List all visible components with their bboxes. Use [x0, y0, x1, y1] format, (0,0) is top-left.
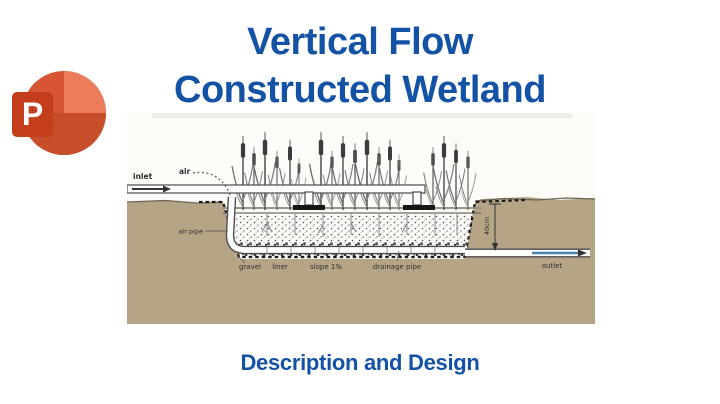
spreader-plate-2	[403, 205, 435, 210]
ground-line-right	[474, 197, 595, 202]
air-and-drainage-pipe	[225, 196, 465, 255]
outlet-pipe	[465, 248, 590, 258]
powerpoint-logo-icon: P	[12, 71, 106, 155]
slide-title-line1: Vertical Flow	[247, 21, 473, 63]
outlet-flow-arrowhead	[578, 249, 587, 257]
gravel-label: gravel	[239, 263, 261, 271]
depth-label: 40cm	[483, 217, 491, 235]
slide-title-line2: Constructed Wetland	[174, 69, 546, 111]
logo-circle-light-quadrant	[64, 71, 106, 113]
slide-title: Vertical Flow Constructed Wetland	[0, 18, 720, 114]
air-label: air	[179, 167, 191, 176]
spreader-plate-1	[293, 205, 325, 210]
liner-dashed-line	[199, 198, 526, 259]
air-pipe-label: air pipe	[178, 228, 203, 236]
drainage-pipe-perforations	[266, 246, 436, 254]
plant-roots	[261, 214, 458, 237]
logo-p-tile	[12, 92, 53, 137]
inlet-pipe	[127, 184, 426, 206]
liner-label: liner	[272, 263, 288, 271]
drainage-pipe-label: drainage pipe	[373, 263, 421, 271]
logo-letter: P	[22, 96, 43, 132]
air-flow-dashed-arrow	[192, 171, 231, 196]
ground-line-left	[127, 199, 224, 204]
slope-label: slope 1%	[310, 263, 342, 271]
outlet-label: outlet	[542, 262, 563, 270]
slide-subtitle: Description and Design	[240, 350, 480, 375]
drainage-pipe-pointer	[396, 250, 400, 262]
wetland-diagram: 40cm inlet air air pipe gravel liner slo…	[127, 113, 595, 324]
soil-body	[127, 197, 595, 324]
depth-dimension: 40cm	[483, 203, 501, 251]
inlet-label: inlet	[133, 172, 153, 181]
diagram-top-edge	[152, 113, 572, 118]
sand-layer	[228, 214, 475, 242]
gravel-pointer	[237, 255, 246, 264]
